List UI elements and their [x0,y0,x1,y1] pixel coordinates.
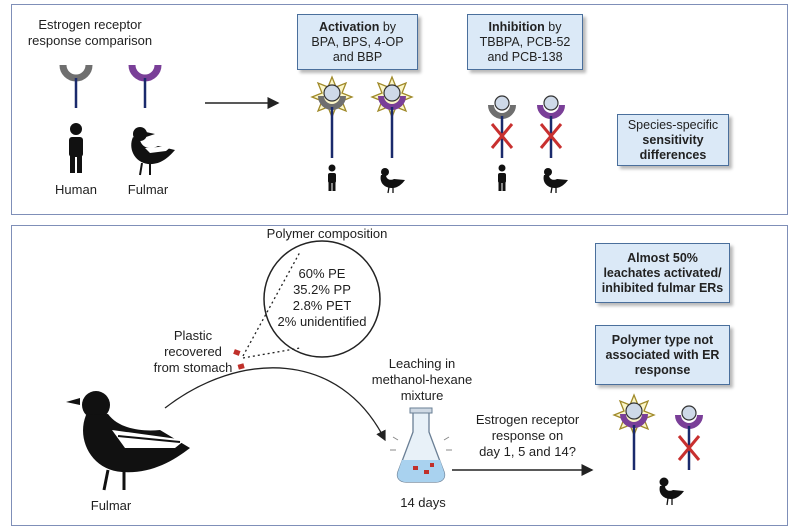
days-label: 14 days [400,495,446,510]
fulmar-bird-large-icon [66,391,190,491]
human-icon [69,123,83,173]
polymer-type-box: Polymer type not associated with ER resp… [595,325,730,385]
leaching-label: Leaching in methanol-hexane mixture [371,356,473,403]
small-fulmar-icon [380,168,405,194]
er-response-question: Estrogen receptor response on day 1, 5 a… [475,412,580,459]
activation-box: Activation by BPA, BPS, 4-OP and BBP [297,14,418,70]
inhibited-fulmar-receptor-icon [537,95,565,158]
inhibition-box: Inhibition by TBBPA, PCB-52 and PCB-138 [467,14,583,70]
flask-icon [390,407,452,483]
fulmar-bird-icon [131,127,175,176]
inhibited-fulmar-receptor-bottom-icon [675,405,703,470]
small-human-icon-2 [498,164,506,191]
inhibited-human-receptor-icon [488,95,516,158]
small-fulmar-bottom-icon [659,477,684,506]
receptor-fulmar-icon [128,64,162,108]
er-comparison-title: Estrogen receptor response comparison [27,17,153,48]
curved-arrow [164,367,386,442]
fulmar-label: Fulmar [127,182,169,197]
polymer-composition-list: 60% PE 35.2% PP 2.8% PET 2% unidentified [277,266,367,329]
polymer-circle [263,240,381,358]
polymer-title: Polymer composition [266,226,388,241]
receptor-human-icon [59,64,93,108]
plastic-recovered-label: Plastic recovered from stomach [153,328,233,375]
activated-fulmar-receptor-icon [370,75,414,158]
sensitivity-box: Species-specific sensitivity differences [617,114,729,166]
activated-fulmar-receptor-bottom-icon [612,393,656,470]
small-fulmar-icon-2 [543,168,568,194]
human-label: Human [55,182,97,197]
activated-human-receptor-icon [310,75,354,158]
leachates-box: Almost 50% leachates activated/ inhibite… [595,243,730,303]
small-human-icon [328,164,336,191]
plastic-fragments-icon [233,349,245,370]
dotted-line-bottom [242,347,301,359]
fulmar-label-bottom: Fulmar [90,498,132,513]
